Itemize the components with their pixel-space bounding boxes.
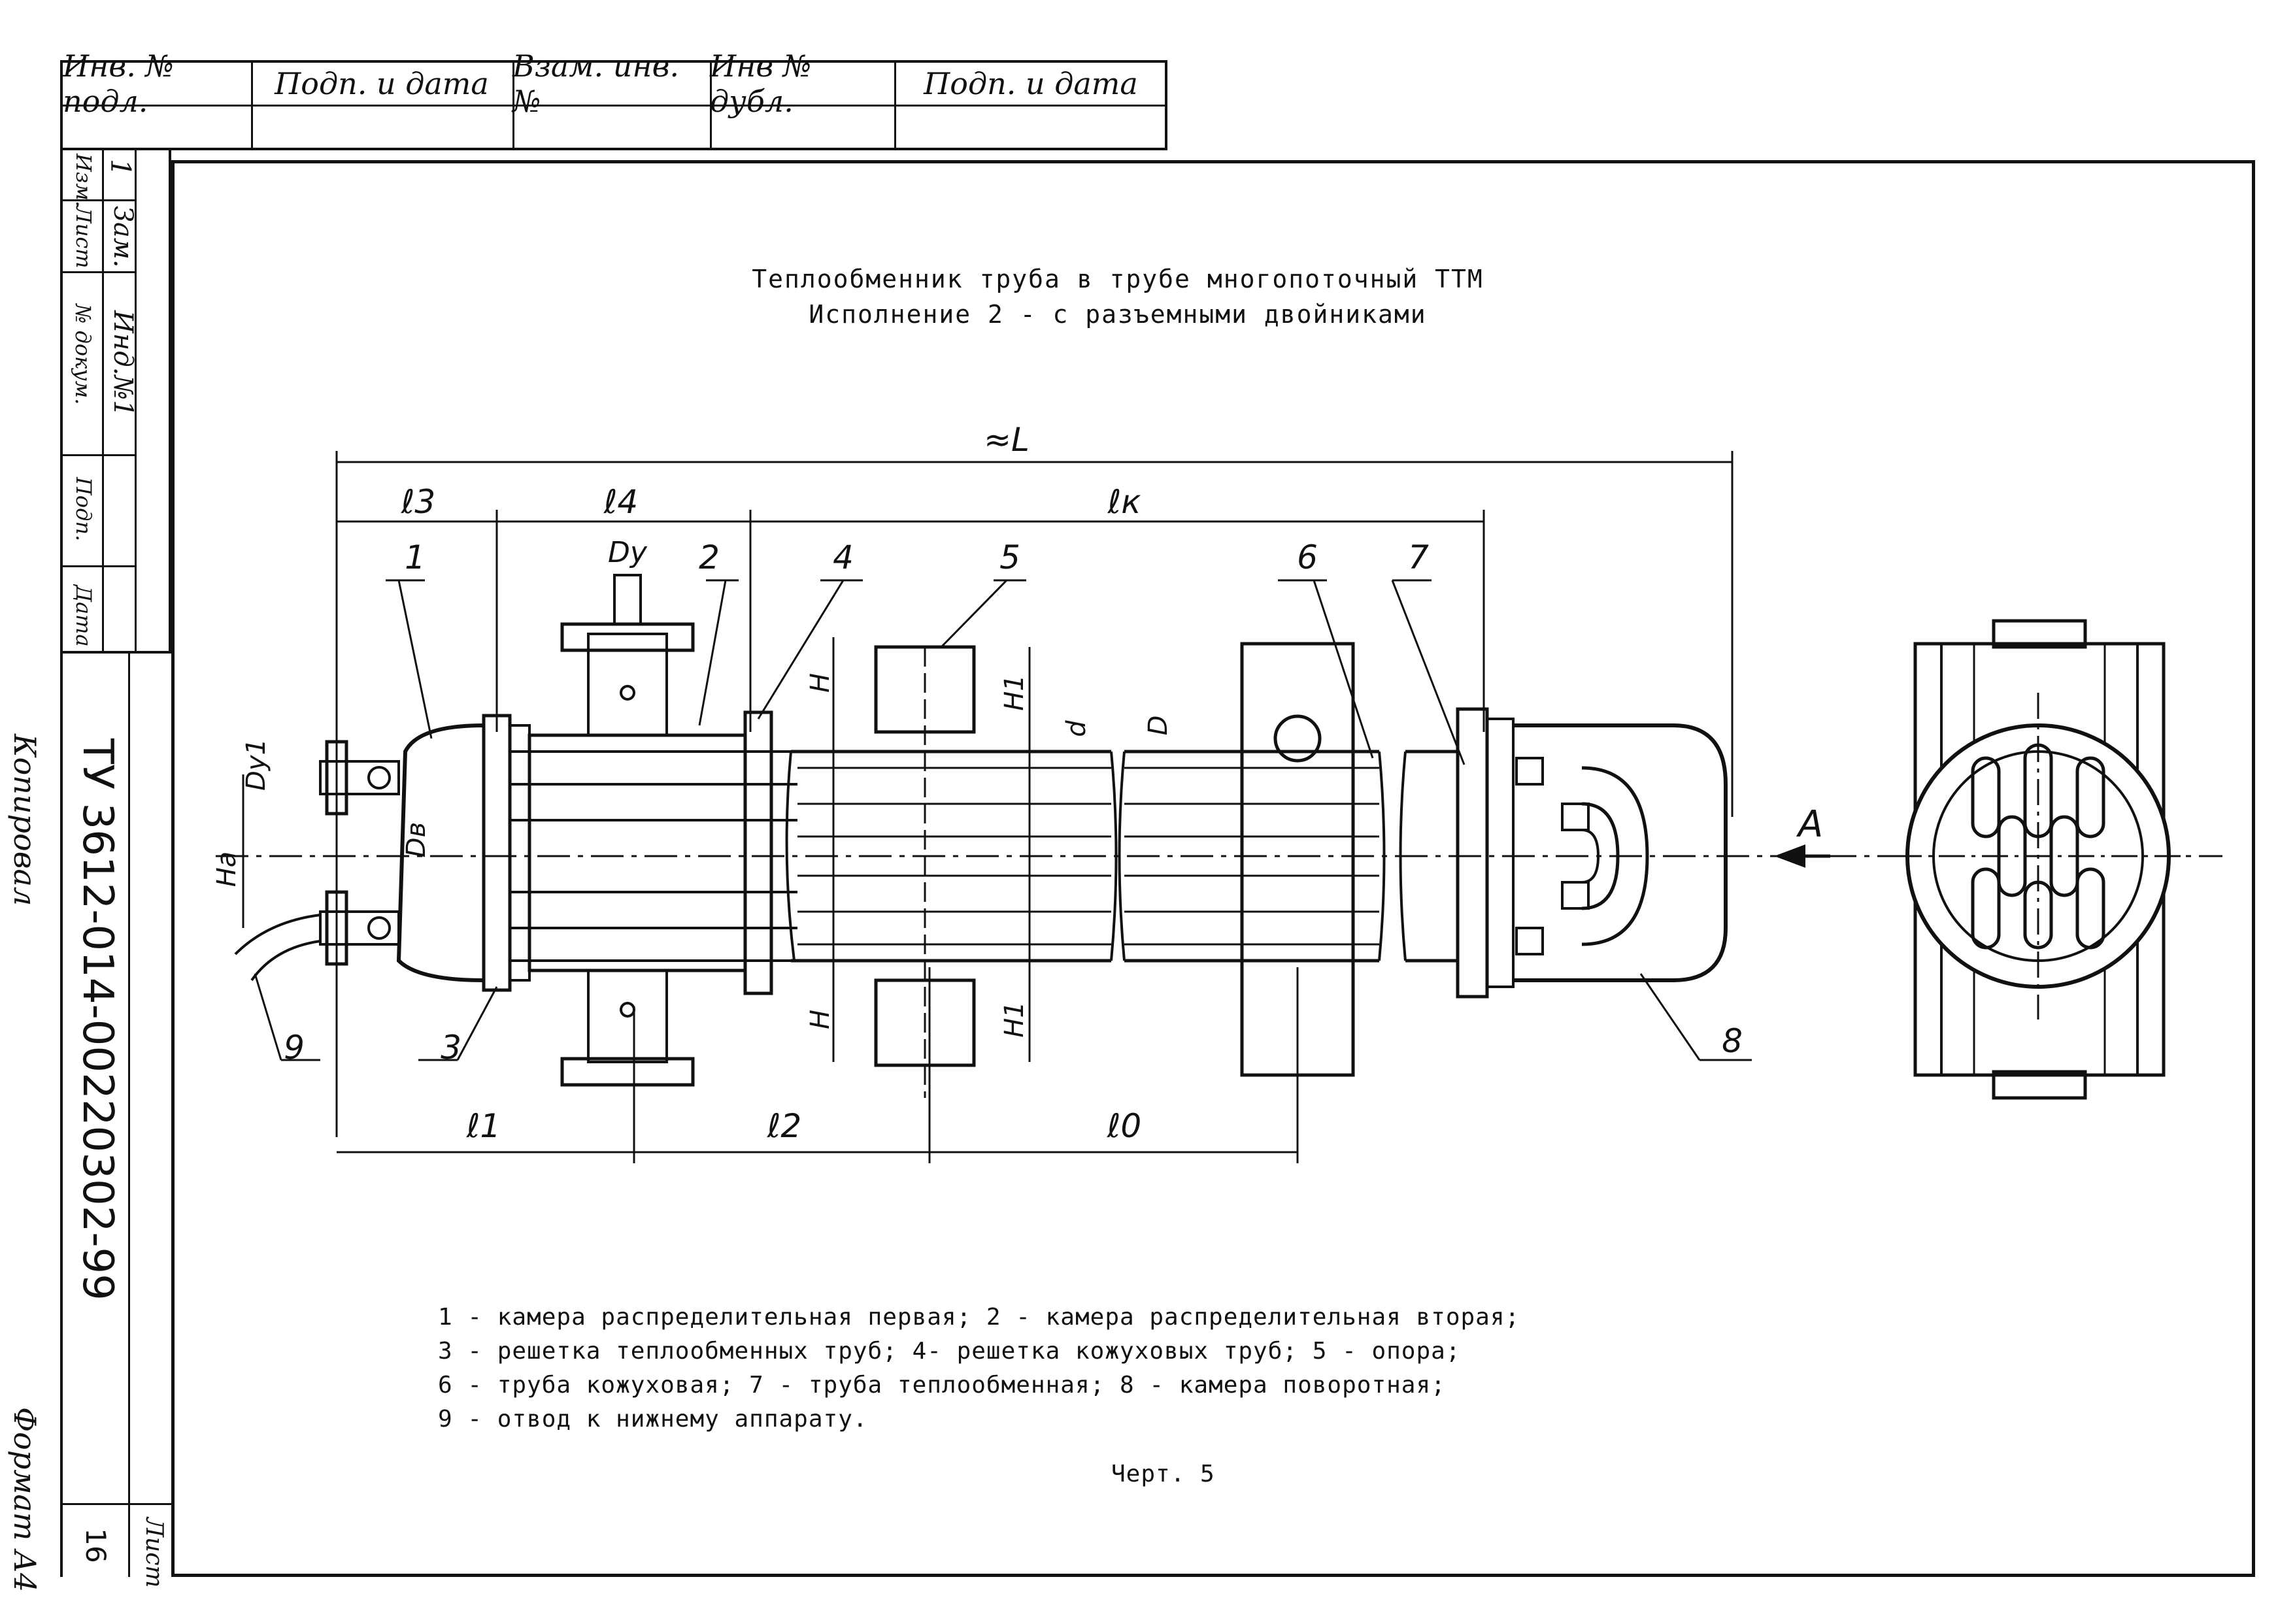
dim-d: d	[1062, 720, 1092, 737]
callout-6: 6	[1297, 539, 1318, 576]
dim-Dy1: Dy1	[241, 738, 271, 791]
dim-l2: ℓ2	[767, 1107, 801, 1145]
header-cell-podp-data-2: Подп. и дата	[924, 66, 1138, 101]
side-strip: ТУ 3612-014-00220302-99 Лист 16	[60, 654, 174, 1588]
dim-l0: ℓ0	[1107, 1107, 1141, 1145]
legend-line-1: 1 - камера распределительная первая; 2 -…	[438, 1304, 1520, 1331]
callout-9: 9	[284, 1029, 305, 1067]
dim-H1-bottom: H1	[999, 1001, 1030, 1038]
header-cell-podp-data-1: Подп. и дата	[275, 66, 489, 101]
dim-Ha: Hа	[212, 852, 242, 887]
dim-l1: ℓ1	[466, 1107, 501, 1145]
drawing-frame	[171, 160, 2255, 1577]
figure-caption: Черт. 5	[1111, 1461, 1215, 1487]
callout-7: 7	[1408, 539, 1429, 576]
callout-3: 3	[441, 1029, 461, 1067]
dim-H-top: H	[805, 673, 835, 693]
legend-line-2: 3 - решетка теплообменных труб; 4- решет…	[438, 1338, 1461, 1365]
dim-Dv: Dв	[401, 822, 431, 857]
legend-line-4: 9 - отвод к нижнему аппарату.	[438, 1406, 868, 1433]
callout-2: 2	[699, 539, 720, 576]
dim-l3: ℓ3	[401, 483, 435, 521]
legend: 1 - камера распределительная первая; 2 -…	[438, 1304, 1941, 1440]
callout-1: 1	[405, 539, 426, 576]
view-label-A: А	[1796, 803, 1823, 846]
callout-8: 8	[1722, 1022, 1743, 1060]
dim-lk: ℓк	[1107, 483, 1141, 521]
drawing-title: Теплообменник труба в трубе многопоточны…	[588, 265, 1647, 329]
title-line-2: Исполнение 2 - с разъемными двойниками	[809, 300, 1427, 329]
side-stamp: Изм. Лист № докум. Подп. Дата 1 Зам. Инд…	[60, 150, 171, 654]
callout-5: 5	[999, 539, 1020, 576]
dim-l4: ℓ4	[603, 483, 638, 521]
callout-4: 4	[833, 539, 854, 576]
title-line-1: Теплообменник труба в трубе многопоточны…	[752, 265, 1484, 293]
dim-H-bottom: H	[805, 1010, 835, 1029]
legend-line-3: 6 - труба кожуховая; 7 - труба теплообме…	[438, 1372, 1446, 1399]
dim-Dy: Dy	[608, 536, 648, 569]
dim-D: D	[1143, 716, 1173, 736]
dim-L: ≈L	[984, 421, 1030, 459]
dim-H1-top: H1	[999, 674, 1030, 711]
